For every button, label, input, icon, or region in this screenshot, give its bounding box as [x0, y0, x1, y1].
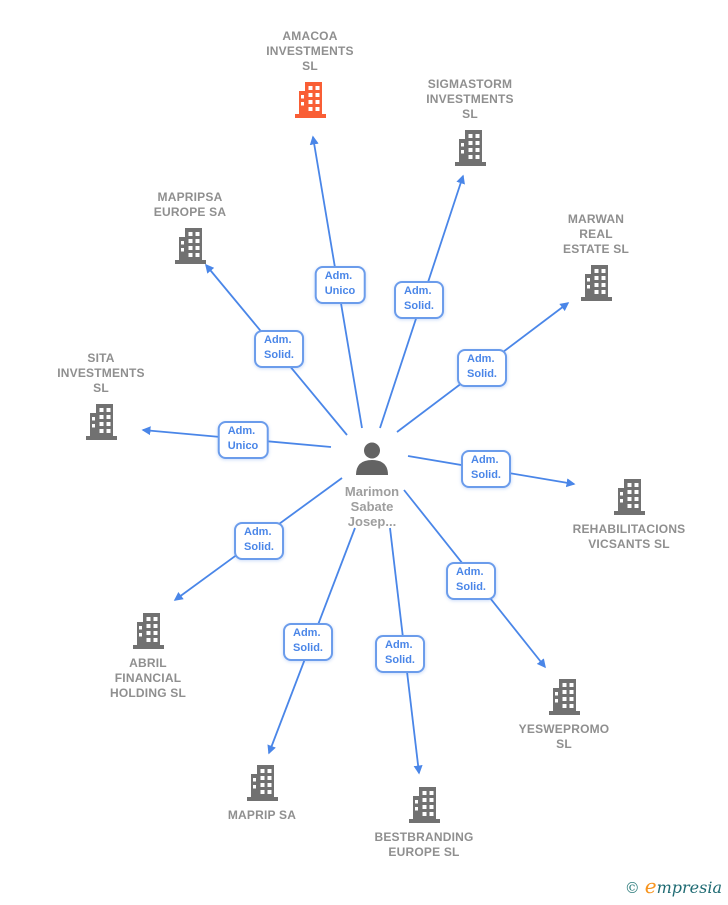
- edge-label-maprip-sa: Adm. Solid.: [283, 623, 333, 661]
- company-label-abril-financial-holding-sl: ABRIL FINANCIAL HOLDING SL: [110, 656, 186, 700]
- company-label-sigmastorm-investments-sl: SIGMASTORM INVESTMENTS SL: [426, 77, 514, 121]
- building-icon: [174, 227, 206, 264]
- company-node-yeswepromo-sl[interactable]: YESWEPROMO SL: [494, 678, 634, 752]
- company-label-maprip-sa: MAPRIP SA: [227, 808, 297, 822]
- building-icon: [454, 129, 486, 166]
- edge-label-rehabilitacions-vicsants-sl: Adm. Solid.: [461, 450, 511, 488]
- company-node-bestbranding-europe-sl[interactable]: BESTBRANDING EUROPE SL: [354, 786, 494, 860]
- company-label-bestbranding-europe-sl: BESTBRANDING EUROPE SL: [374, 830, 474, 859]
- company-label-yeswepromo-sl: YESWEPROMO SL: [518, 722, 610, 751]
- copyright-icon: ©: [624, 879, 640, 897]
- company-node-abril-financial-holding-sl[interactable]: ABRIL FINANCIAL HOLDING SL: [78, 612, 218, 701]
- person-label: Marimon Sabate Josep...: [344, 484, 400, 529]
- building-icon: [85, 403, 117, 440]
- edge-label-mapripsa-europe-sa: Adm. Solid.: [254, 330, 304, 368]
- person-node-marimon-sabate-josep[interactable]: Marimon Sabate Josep...: [302, 441, 442, 529]
- building-icon: [548, 678, 580, 715]
- edge-label-yeswepromo-sl: Adm. Solid.: [446, 562, 496, 600]
- edge-label-sita-investments-sl: Adm. Unico: [217, 421, 269, 459]
- company-label-marwan-real-estate-sl: MARWAN REAL ESTATE SL: [562, 212, 630, 256]
- company-label-amacoa-investments-sl: AMACOA INVESTMENTS SL: [266, 29, 354, 73]
- building-icon: [408, 786, 440, 823]
- empresia-logo: ©empresia: [624, 874, 722, 898]
- company-node-maprip-sa[interactable]: MAPRIP SA: [192, 764, 332, 823]
- building-icon: [580, 264, 612, 301]
- building-icon: [132, 612, 164, 649]
- building-icon: [613, 478, 645, 515]
- edge-label-marwan-real-estate-sl: Adm. Solid.: [457, 349, 507, 387]
- edge-label-bestbranding-europe-sl: Adm. Solid.: [375, 635, 425, 673]
- company-node-rehabilitacions-vicsants-sl[interactable]: REHABILITACIONS VICSANTS SL: [559, 478, 699, 552]
- company-node-sigmastorm-investments-sl[interactable]: SIGMASTORM INVESTMENTS SL: [400, 77, 540, 166]
- empresia-logo-text: mpresia: [656, 878, 722, 897]
- building-icon: [294, 81, 326, 118]
- company-node-sita-investments-sl[interactable]: SITA INVESTMENTS SL: [31, 351, 171, 440]
- building-icon: [246, 764, 278, 801]
- company-label-rehabilitacions-vicsants-sl: REHABILITACIONS VICSANTS SL: [572, 522, 686, 551]
- person-icon: [353, 441, 391, 477]
- company-label-sita-investments-sl: SITA INVESTMENTS SL: [57, 351, 145, 395]
- company-node-marwan-real-estate-sl[interactable]: MARWAN REAL ESTATE SL: [526, 212, 666, 301]
- company-node-amacoa-investments-sl[interactable]: AMACOA INVESTMENTS SL: [240, 29, 380, 118]
- company-label-mapripsa-europe-sa: MAPRIPSA EUROPE SA: [153, 190, 227, 219]
- empresia-logo-e: e: [644, 874, 657, 898]
- edge-label-amacoa-investments-sl: Adm. Unico: [314, 266, 366, 304]
- company-node-mapripsa-europe-sa[interactable]: MAPRIPSA EUROPE SA: [120, 190, 260, 264]
- edge-label-sigmastorm-investments-sl: Adm. Solid.: [394, 281, 444, 319]
- edge-label-abril-financial-holding-sl: Adm. Solid.: [234, 522, 284, 560]
